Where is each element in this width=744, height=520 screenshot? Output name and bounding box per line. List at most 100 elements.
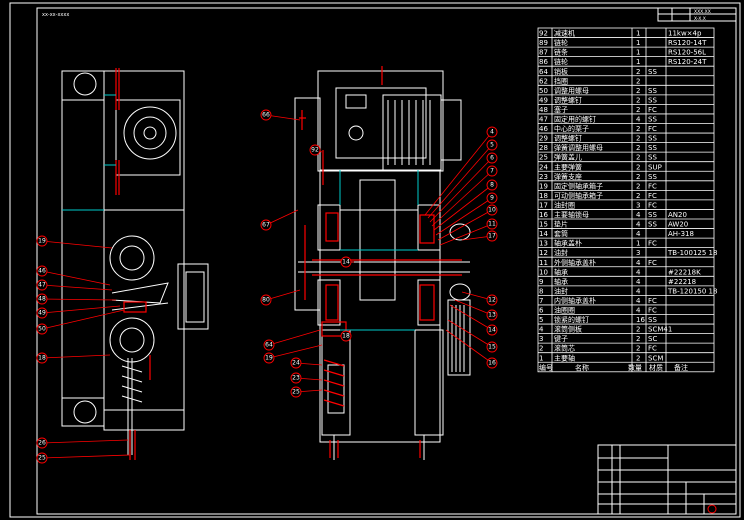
bom-header-no: 编号: [539, 363, 553, 372]
bom-item-number: 3: [539, 335, 543, 343]
balloon: [486, 126, 498, 138]
bom-item-number: 5: [539, 316, 543, 324]
bom-item-number: 12: [539, 249, 548, 257]
bom-item-number: 4: [539, 326, 544, 334]
bom-item-material: FC: [648, 297, 657, 305]
bom-item-material: SS: [648, 116, 657, 124]
bom-item-name: 垫片: [554, 220, 568, 229]
center-view-cyan-parts: [339, 170, 419, 331]
bom-item-number: 9: [539, 278, 543, 286]
balloon: [486, 204, 498, 216]
balloon: [290, 372, 302, 384]
bom-item-qty: 2: [636, 96, 640, 104]
bom-item-number: 18: [539, 192, 548, 200]
inner-frame: [36, 7, 737, 515]
bom-item-number: 2: [539, 345, 543, 353]
bom-item-number: 13: [539, 240, 548, 248]
balloon: [260, 294, 272, 306]
leader-line: [454, 299, 493, 316]
balloon: [36, 265, 48, 277]
balloon-label: 46: [38, 268, 46, 275]
balloon-label: 92: [311, 147, 319, 154]
bom-item-qty: 4: [636, 259, 641, 267]
bom-item-name: 轴承: [554, 267, 568, 276]
bom-item-number: 28: [539, 144, 548, 152]
bom-item-name: 键子: [554, 334, 568, 343]
balloon-label: 18: [38, 355, 46, 362]
center-view-red-parts: [299, 66, 462, 458]
bom-item-number: 89: [539, 39, 548, 47]
bom-item-material: FC: [648, 345, 657, 353]
bom-item-qty: 2: [636, 345, 640, 353]
bom-item-note: 11kw×4p: [668, 30, 702, 38]
bom-item-number: 46: [539, 125, 548, 133]
bom-item-note: AN20: [668, 211, 687, 219]
bom-item-qty: 2: [636, 173, 640, 181]
balloon-label: 80: [262, 297, 270, 304]
bom-item-name: 锁紧的螺钉: [554, 315, 589, 324]
balloon-label: 17: [488, 233, 496, 240]
bom-item-name: 塞子: [554, 105, 568, 114]
bom-item-qty: 1: [636, 58, 640, 66]
bom-item-material: SS: [648, 87, 657, 95]
bom-item-qty: 2: [636, 87, 640, 95]
bom-item-name: 内侧轴承盖朴: [554, 296, 596, 305]
balloon: [486, 192, 498, 204]
balloon-label: 11: [488, 221, 496, 228]
bom-item-number: 15: [539, 221, 548, 229]
bom-item-number: 8: [539, 287, 543, 295]
bom-item-qty: 1: [636, 240, 640, 248]
balloon-label: 25: [292, 389, 300, 396]
bom-item-qty: 2: [636, 106, 640, 114]
bom-item-material: SS: [648, 68, 657, 76]
bom-item-name: 弹簧调整用螺母: [554, 143, 603, 152]
bom-item-number: 11: [539, 259, 548, 267]
balloon: [486, 309, 498, 321]
bom-item-qty: 2: [636, 163, 640, 171]
leader-line: [439, 223, 493, 246]
leader-line: [268, 344, 323, 359]
bom-item-number: 48: [539, 106, 548, 114]
balloon: [263, 339, 275, 351]
bom-item-number: 10: [539, 268, 548, 276]
bom-item-number: 47: [539, 116, 548, 124]
leader-line: [41, 270, 111, 286]
bom-item-qty: 1: [636, 39, 640, 47]
outer-frame: [9, 2, 741, 518]
bom-item-note: RS120-24T: [668, 58, 707, 66]
leader-line: [265, 114, 301, 121]
balloon-label: 19: [265, 355, 273, 362]
balloon-label: 23: [292, 375, 300, 382]
bom-item-number: 25: [539, 154, 548, 162]
bom-item-name: 链轮: [554, 38, 568, 47]
bom-item-material: SUP: [648, 163, 662, 171]
balloon: [486, 230, 498, 242]
bom-item-number: 19: [539, 182, 548, 190]
leader-line: [41, 309, 125, 330]
balloon: [36, 452, 48, 464]
leader-line: [429, 157, 493, 223]
leader-line: [424, 131, 493, 216]
bom-item-material: SS: [648, 96, 657, 104]
bom-item-name: 可动侧轴承箱子: [554, 191, 603, 200]
leader-line: [427, 144, 493, 219]
bom-item-material: FC: [648, 106, 657, 114]
leader-line: [445, 329, 493, 364]
bom-item-name: 主要弹簧: [554, 162, 582, 171]
leader-line: [41, 439, 129, 444]
bom-item-qty: 4: [636, 278, 641, 286]
bom-item-name: 固定用的螺钉: [554, 115, 596, 124]
bom-item-material: FC: [648, 201, 657, 209]
balloon: [263, 352, 275, 364]
bom-item-qty: 4: [636, 211, 641, 219]
bom-item-qty: 2: [636, 326, 640, 334]
bom-item-qty: 2: [636, 68, 640, 76]
leader-line: [265, 209, 299, 226]
bom-item-name: 滚筒芯: [554, 344, 575, 353]
bom-item-name: 油封: [554, 286, 568, 295]
leader-line: [268, 329, 321, 346]
bom-item-note: RS120-14T: [668, 39, 707, 47]
bom-header-note: 备注: [674, 363, 688, 372]
